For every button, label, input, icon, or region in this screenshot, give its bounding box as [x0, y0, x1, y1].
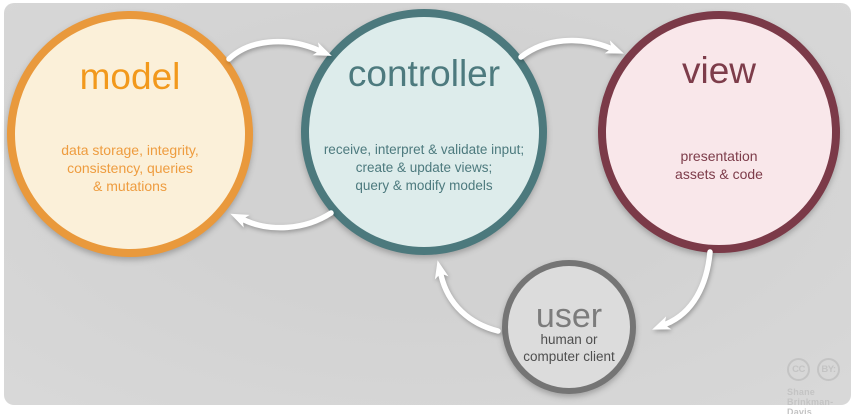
node-model-description: data storage, integrity, consistency, qu… — [61, 142, 199, 194]
attribution-author: Shane Brinkman-Davis — [787, 387, 857, 414]
node-user: user human or computer client — [502, 260, 636, 394]
node-model: model data storage, integrity, consisten… — [7, 11, 253, 257]
node-view-title: view — [681, 50, 757, 91]
cc-icon: CC — [787, 358, 810, 381]
node-controller-description: receive, interpret & validate input; cre… — [323, 142, 525, 193]
license-badges: CC BY: — [787, 358, 857, 381]
attribution-author-first-name: Shane — [787, 387, 816, 397]
license-attribution: CC BY: Shane Brinkman-Davis — [787, 358, 857, 414]
node-view: view presentation assets & code — [598, 11, 840, 253]
node-controller: controller receive, interpret & validate… — [301, 9, 547, 255]
attribution-author-last-name: Brinkman-Davis — [787, 397, 834, 414]
cc-by-icon: BY: — [817, 358, 840, 381]
node-user-title: user — [535, 297, 603, 335]
node-view-description: presentation assets & code — [675, 148, 763, 182]
node-user-description: human or computer client — [523, 332, 615, 364]
node-controller-title: controller — [347, 53, 501, 94]
node-model-title: model — [79, 56, 181, 97]
